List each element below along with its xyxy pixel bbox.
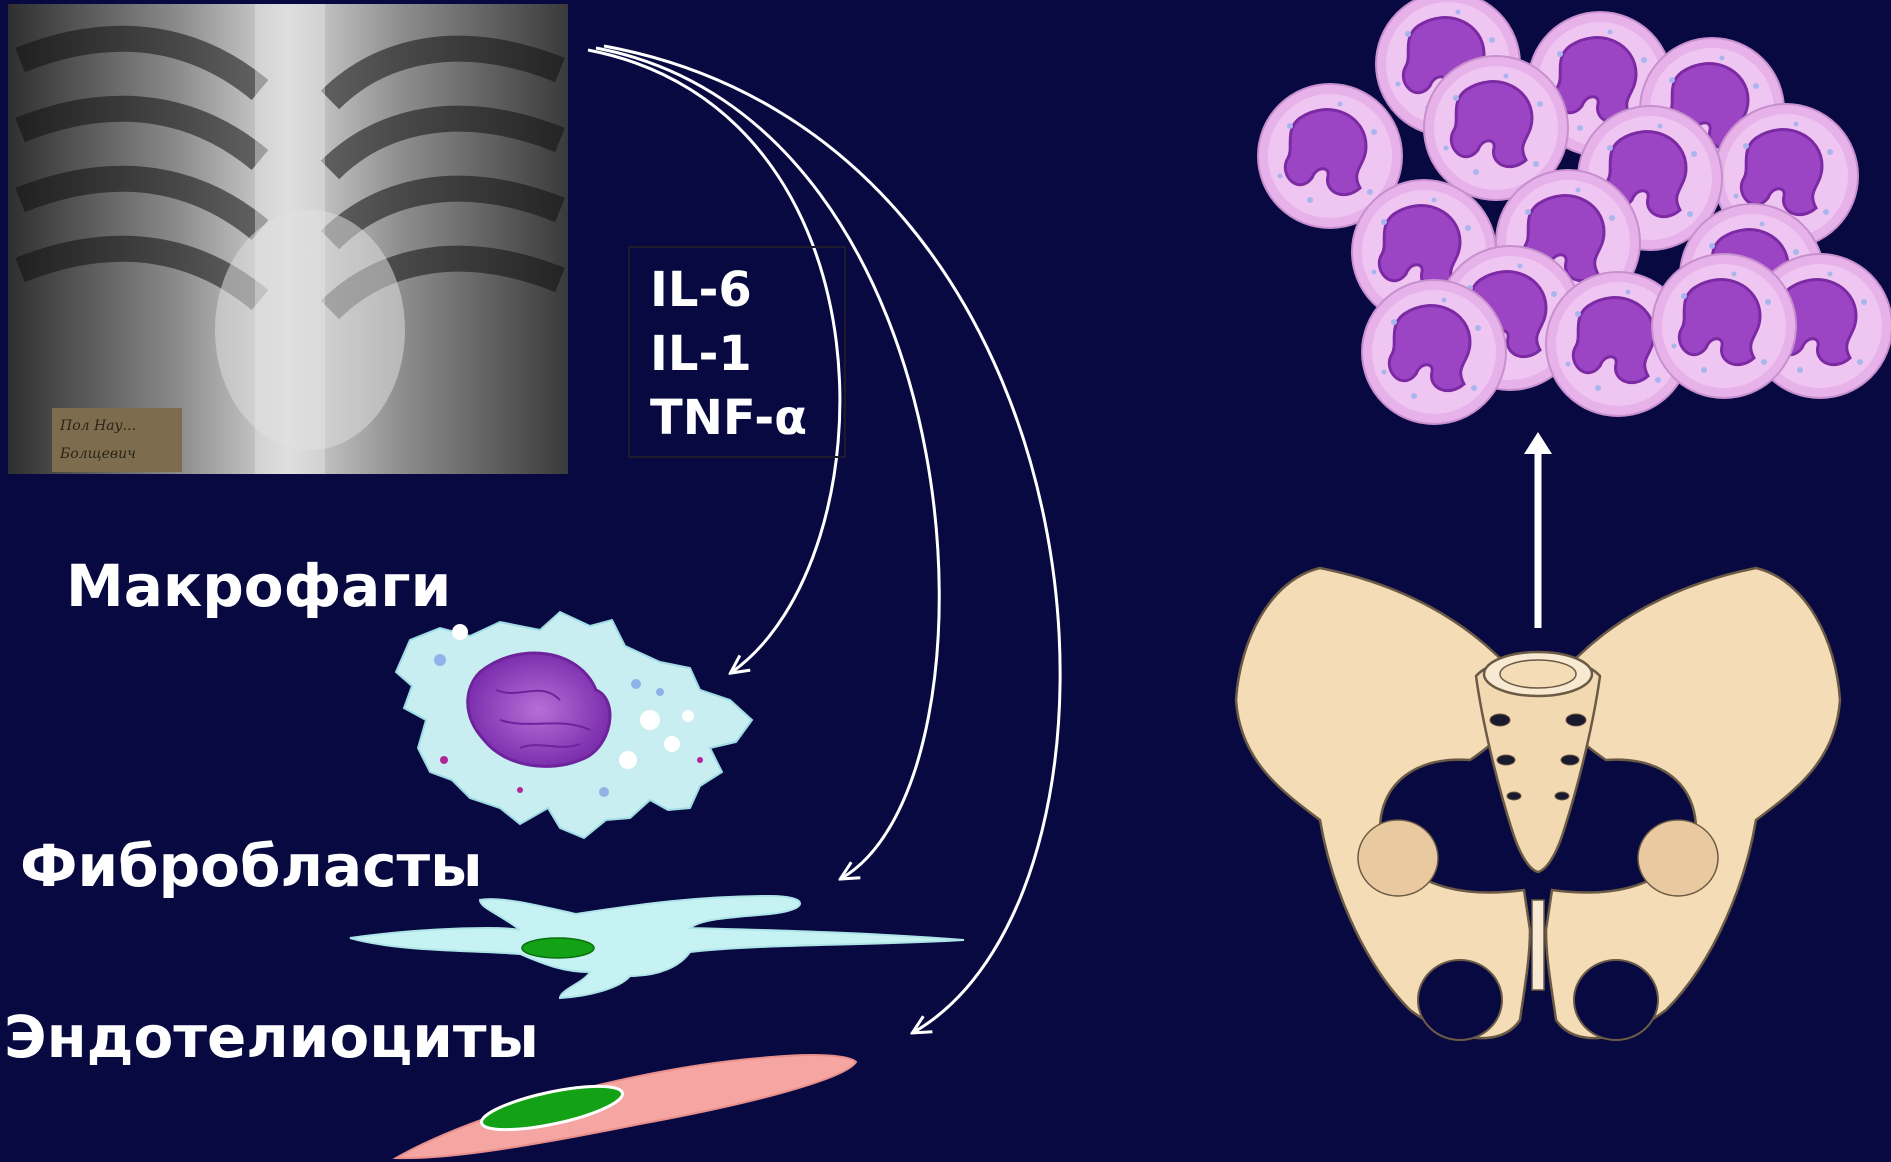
endotheliocytes-label: Эндотелиоциты xyxy=(4,1003,539,1071)
neutrophil-cluster xyxy=(1258,0,1891,424)
up-arrow xyxy=(1524,432,1552,628)
macrophages-label: Макрофаги xyxy=(66,552,451,620)
cytokine-list-box: IL-6 IL-1 TNF-α xyxy=(628,246,846,458)
cytokine-il6: IL-6 xyxy=(650,262,752,318)
cytokine-tnf-alpha: TNF-α xyxy=(650,390,807,446)
chest-xray-image: Пол Нау... Болщевич xyxy=(8,4,568,474)
xray-label-tag: Пол Нау... Болщевич xyxy=(52,408,182,472)
arrow-to-endotheliocytes xyxy=(604,46,1060,1032)
xray-tag-line1: Пол Нау... xyxy=(59,418,136,434)
fibroblasts-label: Фибробласты xyxy=(20,832,483,900)
signal-arrows xyxy=(588,46,1060,1032)
pelvis-bone xyxy=(1236,568,1840,1040)
fibroblast-cell xyxy=(350,896,964,998)
xray-tag-line2: Болщевич xyxy=(59,446,136,462)
macrophage-cell xyxy=(396,612,752,838)
cytokine-il1: IL-1 xyxy=(650,326,752,382)
